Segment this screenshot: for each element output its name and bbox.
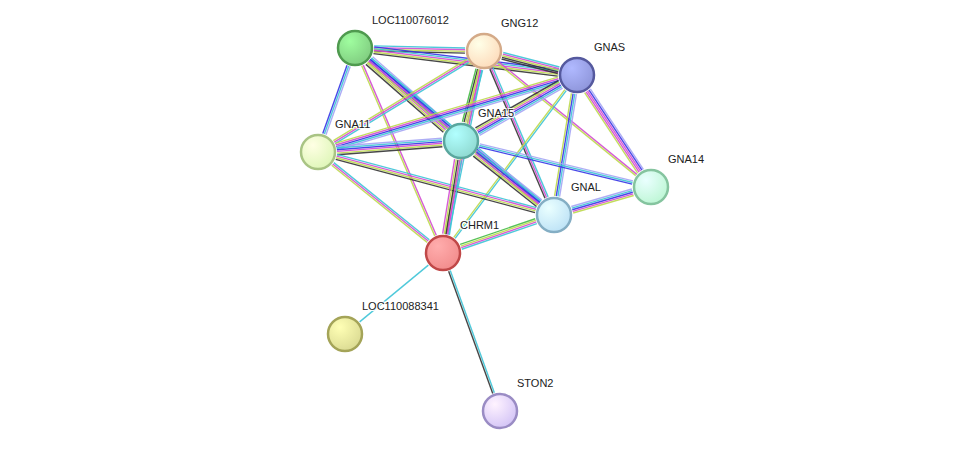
evidence-line bbox=[337, 145, 442, 153]
node-disc bbox=[467, 34, 501, 68]
interaction-edge bbox=[449, 271, 495, 394]
evidence-line bbox=[555, 93, 572, 196]
evidence-line bbox=[337, 147, 442, 155]
node-circle bbox=[535, 196, 573, 234]
node-disc bbox=[426, 236, 460, 270]
protein-node: GNAL bbox=[535, 196, 573, 234]
interaction-edge bbox=[460, 219, 537, 250]
evidence-line bbox=[360, 265, 429, 322]
protein-node: LOC110088341 bbox=[326, 315, 364, 353]
node-disc bbox=[634, 170, 668, 204]
interaction-edge bbox=[336, 154, 537, 212]
evidence-line bbox=[572, 192, 632, 209]
node-circle bbox=[632, 168, 670, 206]
protein-label: GNA15 bbox=[478, 107, 514, 119]
evidence-line bbox=[449, 160, 461, 234]
evidence-line bbox=[478, 85, 561, 132]
evidence-line bbox=[337, 156, 536, 209]
evidence-line bbox=[479, 147, 632, 184]
evidence-line bbox=[460, 219, 535, 245]
node-circle bbox=[465, 32, 503, 70]
evidence-line bbox=[473, 156, 536, 206]
node-disc bbox=[537, 198, 571, 232]
node-disc bbox=[328, 317, 362, 351]
node-disc bbox=[560, 58, 594, 92]
evidence-line bbox=[336, 159, 535, 212]
node-circle bbox=[481, 392, 519, 430]
evidence-line bbox=[585, 93, 638, 173]
protein-label: CHRM1 bbox=[460, 219, 499, 231]
evidence-line bbox=[450, 271, 494, 393]
interaction-edge bbox=[479, 144, 633, 184]
protein-node: GNAS bbox=[558, 56, 596, 94]
protein-node: GNG12 bbox=[465, 32, 503, 70]
evidence-line bbox=[334, 163, 429, 240]
protein-node: GNA15 bbox=[442, 122, 480, 160]
evidence-line bbox=[589, 90, 642, 170]
evidence-line bbox=[479, 145, 632, 182]
edge-group bbox=[323, 46, 644, 394]
evidence-line bbox=[474, 155, 537, 205]
evidence-line bbox=[333, 164, 428, 241]
evidence-line bbox=[572, 191, 632, 208]
node-circle bbox=[326, 315, 364, 353]
protein-label: GNAS bbox=[594, 41, 625, 53]
node-disc bbox=[483, 394, 517, 428]
evidence-line bbox=[446, 160, 458, 234]
evidence-line bbox=[590, 89, 643, 169]
evidence-line bbox=[475, 81, 558, 128]
node-disc bbox=[338, 31, 372, 65]
protein-node: CHRM1 bbox=[424, 234, 462, 272]
interaction-edge bbox=[443, 159, 462, 235]
evidence-line bbox=[586, 92, 639, 172]
protein-node: LOC110076012 bbox=[336, 29, 374, 67]
node-circle bbox=[336, 29, 374, 67]
protein-label: GNG12 bbox=[501, 17, 538, 29]
protein-node: STON2 bbox=[481, 392, 519, 430]
protein-label: LOC110088341 bbox=[362, 300, 439, 312]
interaction-edge bbox=[337, 138, 443, 155]
evidence-line bbox=[556, 94, 573, 197]
evidence-line bbox=[374, 52, 558, 74]
node-circle bbox=[558, 56, 596, 94]
evidence-line bbox=[476, 82, 559, 129]
protein-label: GNAL bbox=[571, 181, 601, 193]
node-circle bbox=[442, 122, 480, 160]
interaction-edge bbox=[360, 265, 429, 322]
interaction-edge bbox=[332, 163, 430, 243]
interaction-edge bbox=[475, 81, 562, 136]
interaction-edge bbox=[585, 89, 644, 173]
evidence-line bbox=[449, 271, 493, 393]
evidence-line bbox=[502, 57, 558, 72]
evidence-line bbox=[573, 196, 633, 213]
evidence-line bbox=[477, 84, 560, 131]
protein-label: STON2 bbox=[517, 377, 553, 389]
evidence-line bbox=[443, 159, 455, 233]
protein-node: GNA11 bbox=[299, 133, 337, 171]
protein-node: GNA14 bbox=[632, 168, 670, 206]
evidence-line bbox=[333, 59, 467, 140]
evidence-line bbox=[475, 153, 538, 203]
evidence-line bbox=[448, 160, 460, 234]
evidence-line bbox=[336, 158, 535, 211]
protein-label: GNA11 bbox=[335, 118, 370, 130]
evidence-line bbox=[587, 91, 640, 171]
node-disc bbox=[444, 124, 478, 158]
evidence-line bbox=[502, 56, 558, 71]
evidence-line bbox=[444, 159, 456, 233]
evidence-line bbox=[332, 165, 427, 242]
protein-label: LOC110076012 bbox=[372, 14, 449, 26]
evidence-line bbox=[480, 144, 633, 181]
node-disc bbox=[301, 135, 335, 169]
node-circle bbox=[424, 234, 462, 272]
node-circle bbox=[299, 133, 337, 171]
protein-label: GNA14 bbox=[668, 153, 704, 165]
evidence-line bbox=[573, 194, 633, 211]
